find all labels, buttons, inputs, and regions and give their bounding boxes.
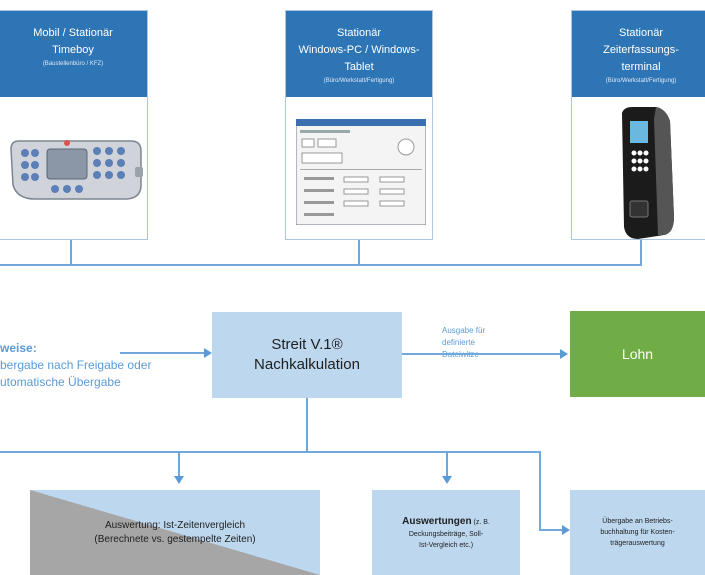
connector-line — [402, 353, 560, 355]
eval2-rest: (z. B. — [471, 519, 490, 526]
device-card-timeboy: Mobil / Stationär Timeboy (Baustellenbür… — [0, 10, 148, 240]
export-note-line: Dateiwitze — [442, 349, 485, 361]
connector-line — [120, 352, 205, 354]
time-clock-terminal-icon — [622, 107, 674, 239]
eval3-line: trägerauswertung — [610, 540, 665, 547]
bookkeeping-transfer-box: Übergabe an Betriebs- buchhaltung für Ko… — [570, 490, 705, 575]
eval-time-comparison-box: Auswertung: Ist-Zeitenvergleich (Berechn… — [30, 490, 320, 575]
arrow-head — [174, 476, 184, 484]
eval3-line: buchhaltung für Kosten- — [600, 529, 675, 536]
left-note-heading: weise: — [0, 341, 37, 355]
arrow-head — [562, 525, 570, 535]
eval2-line: Ist-Vergleich etc.) — [418, 542, 474, 549]
device-card-windows: Stationär Windows-PC / Windows-Tablet (B… — [285, 10, 433, 240]
connector-line — [306, 398, 308, 452]
device-subtitle: Zeiterfassungs-terminal — [603, 44, 679, 73]
arrow-head — [204, 348, 212, 358]
eval2-bold: Auswertungen — [402, 516, 472, 527]
connector-line — [446, 451, 448, 477]
export-note-line: definierte — [442, 338, 475, 347]
lohn-box: Lohn — [570, 311, 705, 397]
device-title: Stationär — [336, 27, 382, 39]
device-card-header: Stationär Zeiterfassungs-terminal (Büro/… — [572, 11, 705, 97]
connector-line — [0, 451, 541, 453]
eval2-line: Deckungsbeiträge, Soll- — [408, 531, 484, 538]
handheld-terminal-icon — [10, 140, 143, 200]
device-subtitle: Windows-PC / Windows-Tablet — [298, 44, 420, 73]
device-subtitle: Timeboy — [52, 44, 94, 56]
export-note: Ausgabe für definierte Dateiwitze — [442, 325, 485, 361]
device-card-terminal: Stationär Zeiterfassungs-terminal (Büro/… — [571, 10, 705, 240]
eval3-line: Übergabe an Betriebs- — [602, 518, 673, 525]
device-card-header: Stationär Windows-PC / Windows-Tablet (B… — [286, 11, 432, 97]
connector-line — [539, 451, 541, 531]
windows-app-screenshot-icon — [296, 119, 426, 225]
connector-line — [640, 240, 642, 265]
eval2-line: Auswertungen (z. B. — [402, 514, 490, 529]
export-note-line: Ausgabe für — [442, 326, 486, 335]
streit-nachkalkulation-box: Streit V.1® Nachkalkulation — [212, 312, 402, 398]
eval-contribution-box: Auswertungen (z. B. Deckungsbeiträge, So… — [372, 490, 520, 575]
arrow-head — [560, 349, 568, 359]
device-note: (Baustellenbüro / KFZ) — [42, 61, 104, 67]
center-title: Streit V.1® — [271, 336, 343, 353]
left-note-line: utomatische Übergabe — [0, 375, 121, 389]
lohn-label: Lohn — [621, 346, 654, 362]
left-note-line: bergabe nach Freigabe oder — [0, 358, 152, 372]
left-note: weise: bergabe nach Freigabe oder utomat… — [0, 340, 151, 391]
connector-line — [70, 240, 72, 265]
device-card-header: Mobil / Stationär Timeboy (Baustellenbür… — [0, 11, 147, 97]
center-subtitle: Nachkalkulation — [254, 356, 360, 373]
connector-line — [539, 529, 564, 531]
connector-line — [358, 240, 360, 265]
arrow-head — [442, 476, 452, 484]
device-note: (Büro/Werkstatt/Fertigung) — [605, 78, 677, 84]
connector-line — [178, 451, 180, 477]
eval1-line: (Berechnete vs. gestempelte Zeiten) — [94, 533, 256, 545]
connector-line — [0, 264, 642, 266]
device-note: (Büro/Werkstatt/Fertigung) — [323, 78, 395, 84]
device-title: Mobil / Stationär — [33, 27, 113, 39]
eval1-line: Auswertung: Ist-Zeitenvergleich — [104, 519, 246, 531]
device-title: Stationär — [618, 27, 664, 39]
